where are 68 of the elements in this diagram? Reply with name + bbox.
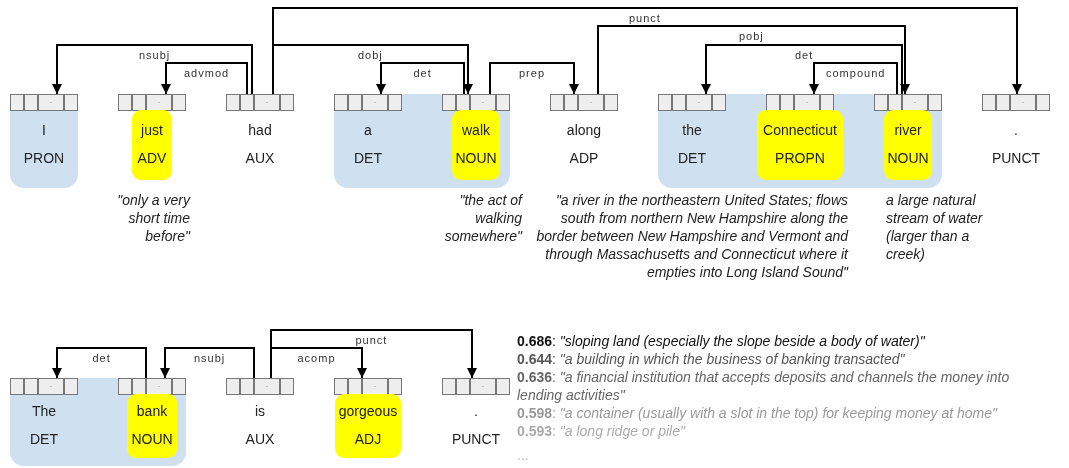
token-word: the <box>681 121 703 139</box>
definition-text: "the act of walking somewhere" <box>443 191 522 245</box>
highlight-marker <box>757 110 843 180</box>
pos-tag: ADV <box>132 149 172 167</box>
sense-score-text: 0.598: "a container (usually with a slot in the top) for keeping money at home" <box>517 404 999 422</box>
pos-tag: ADJ <box>335 430 401 448</box>
dependency-arrow <box>160 347 255 379</box>
token-word: a <box>363 121 373 139</box>
edge-label: det <box>90 352 113 364</box>
sense-score-text: 0.593: "a long ridge or pile" <box>517 422 687 440</box>
dependency-arrow <box>376 62 465 95</box>
dependency-arrow <box>52 347 147 379</box>
definition-text: a large natural stream of water (larger than a creek) <box>886 191 984 263</box>
dependency-arrow <box>489 62 579 95</box>
pos-tag: PUNCT <box>982 149 1050 167</box>
noun-chunk-band <box>10 94 78 188</box>
definition-text: "only a very short time before" <box>116 191 190 245</box>
highlight-marker <box>127 394 177 458</box>
definition-text: "a river in the northeastern United States; flows south from northern New Hampshire along the border between New Hampshire and Vermont and through Massachusetts and Connecticut where it empties into Long Island Sound" <box>536 191 848 281</box>
edge-label: det <box>411 67 434 79</box>
sense-score-text: 0.644: "a building in which the business of banking transacted" <box>517 350 906 368</box>
dependency-arrow <box>161 62 248 95</box>
token-word: along <box>565 121 603 139</box>
dependency-arrow <box>52 44 253 95</box>
token-word: is <box>253 402 267 420</box>
pos-tag: DET <box>334 149 402 167</box>
dependency-arrow <box>272 7 1022 95</box>
pos-tag: NOUN <box>884 149 932 167</box>
noun-chunk-band <box>334 94 510 188</box>
pos-tag: NOUN <box>127 430 177 448</box>
dependency-arrow <box>597 25 910 95</box>
sense-score-text: 0.636: "a financial institution that accepts deposits and channels the money into lending activities" <box>517 368 1011 404</box>
pos-tag: AUX <box>226 149 294 167</box>
token-word: river <box>893 121 923 139</box>
pos-tag: DET <box>10 430 78 448</box>
highlight-marker <box>884 110 932 180</box>
highlight-marker <box>452 110 500 180</box>
ellipsis-text: ... <box>517 446 530 464</box>
token-word: had <box>247 121 273 139</box>
pos-tag: DET <box>658 149 726 167</box>
dependency-arrow <box>809 62 898 95</box>
token-word: I <box>41 121 47 139</box>
edge-label: punct <box>353 334 390 346</box>
token-word: bank <box>135 402 169 420</box>
edge-label: punct <box>627 12 663 24</box>
pos-tag: AUX <box>226 430 294 448</box>
token-word: . <box>1013 121 1019 139</box>
token-word: . <box>473 402 479 420</box>
pos-tag: PROPN <box>757 149 843 167</box>
dependency-arrow <box>701 44 903 95</box>
token-word: The <box>30 402 58 420</box>
token-word: just <box>139 121 164 139</box>
token-word: Connecticut <box>762 121 838 139</box>
dependency-arrow <box>272 44 473 95</box>
pos-tag: PUNCT <box>442 430 510 448</box>
token-word: gorgeous <box>337 402 399 420</box>
sense-score-text: 0.686: "sloping land (especially the slope beside a body of water)" <box>517 332 926 350</box>
pos-tag: NOUN <box>452 149 500 167</box>
highlight-marker <box>335 394 401 458</box>
dependency-arrow <box>270 347 367 379</box>
highlight-marker <box>132 110 172 180</box>
pos-tag: PRON <box>10 149 78 167</box>
noun-chunk-band <box>10 378 186 466</box>
pos-tag: ADP <box>550 149 618 167</box>
dependency-arrow <box>270 329 477 379</box>
edge-label: det <box>793 49 816 61</box>
noun-chunk-band <box>658 94 942 188</box>
token-word: walk <box>461 121 491 139</box>
